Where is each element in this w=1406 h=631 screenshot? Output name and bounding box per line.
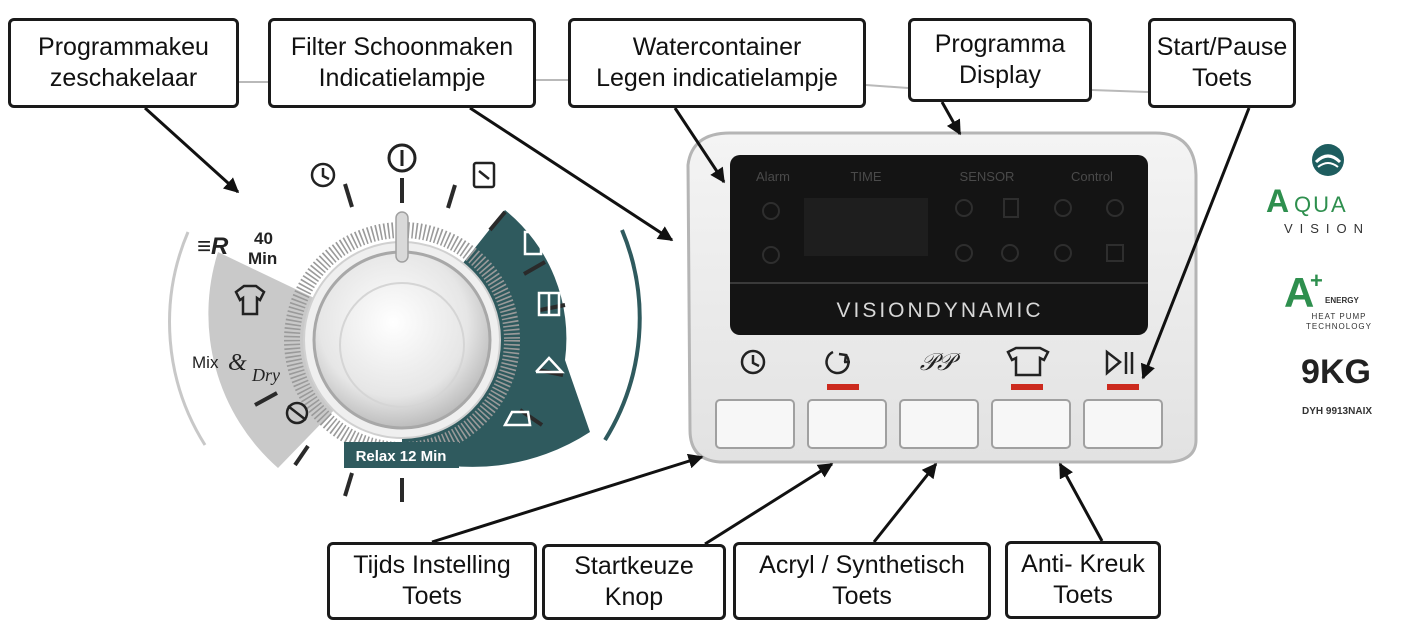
display-indicator-icons: [762, 198, 1124, 264]
callout-line: Start/Pause: [1156, 33, 1288, 61]
hanger-icon: [535, 356, 565, 374]
program-dial: ≡R 40 Min Mix & Dry Relax 12 Min: [168, 143, 642, 502]
callout-line: Indicatielampje: [318, 64, 486, 92]
time-setting-button[interactable]: [715, 399, 795, 449]
knob-pointer: [395, 211, 409, 263]
display-label-time: TIME: [850, 169, 881, 184]
capacity-logo: 9KG: [1301, 353, 1371, 391]
refresh-program-icon: [472, 161, 496, 189]
model-number: DYH 9913NAIX: [1302, 406, 1372, 417]
callout-line: Programmakeu: [38, 33, 209, 61]
technology-label: TECHNOLOGY: [1306, 322, 1372, 331]
aqua-logo-a: A: [1266, 183, 1289, 219]
branding: A QUA VISION A + ENERGY HEAT PUMP TECHNO…: [1266, 144, 1372, 417]
synthetic-button[interactable]: [899, 399, 979, 449]
callout-line: zeschakelaar: [49, 64, 198, 92]
play-pause-icon: [1105, 349, 1134, 376]
callout-line: Startkeuze: [574, 552, 694, 580]
callout-line: Watercontainer: [632, 33, 802, 61]
callout-line: Toets: [832, 582, 892, 610]
start-pause-button[interactable]: [1083, 399, 1163, 449]
cabinet-icon: [523, 230, 543, 256]
callout-line: Tijds Instelling: [353, 551, 511, 579]
anti-crease-button[interactable]: [991, 399, 1071, 449]
timer-icon: [310, 162, 336, 188]
arrow-acryl: [872, 462, 938, 543]
display-label-control: Control: [1071, 169, 1113, 184]
delay-start-icon: [825, 350, 850, 375]
shirt-icon: [234, 284, 266, 316]
fast-program-unit: Min: [248, 249, 277, 268]
callout-line: Display: [959, 61, 1041, 89]
callout-line: Toets: [402, 582, 462, 610]
wardrobe-icon: [537, 291, 561, 317]
clock-icon: [740, 349, 766, 375]
arrow-anti-crease: [1058, 462, 1104, 542]
callout-connector-lines: [238, 79, 1149, 93]
arrow-display: [940, 101, 962, 136]
dial-right-arc: [603, 229, 642, 442]
display-label-alarm: Alarm: [756, 169, 790, 184]
control-panel: Alarm TIME SENSOR Control VISIONDYNAMIC: [686, 131, 1198, 464]
fast-program-label: 40: [254, 229, 273, 248]
callout-line: Toets: [1192, 64, 1252, 92]
callout-line: Acryl / Synthetisch: [759, 551, 965, 579]
callout-line: Programma: [934, 30, 1066, 58]
anti-crease-indicator: [1011, 384, 1043, 390]
callout-line: Toets: [1053, 581, 1113, 609]
time-readout: [804, 198, 928, 256]
arrow-start-pause: [1140, 107, 1251, 380]
quick-program-icon: ≡R: [197, 233, 229, 260]
wool-icon: [285, 401, 309, 425]
delay-start-button[interactable]: [807, 399, 887, 449]
iron-icon: [502, 410, 532, 427]
a-plus-logo: A: [1284, 269, 1314, 316]
mixdry-symbol: &: [228, 350, 247, 376]
relax-badge: [344, 442, 459, 468]
arrow-filter-lamp: [469, 106, 674, 242]
callout-line: Knop: [604, 583, 664, 611]
arrow-time-setting: [431, 453, 704, 544]
callout-arrows: [143, 101, 1251, 546]
anti-crease-icon: [1006, 346, 1050, 377]
arrow-delay-start: [704, 462, 834, 546]
brand-logo: VISIONDYNAMIC: [836, 299, 1043, 322]
aqua-logo-rest: QUA: [1294, 192, 1348, 217]
vision-logo: VISION: [1284, 221, 1370, 236]
energy-label: ENERGY: [1325, 296, 1359, 305]
relax-label: Relax 12 Min: [356, 448, 447, 465]
callout-line: Anti- Kreuk: [1021, 550, 1145, 578]
arrow-water-lamp: [673, 107, 726, 184]
start-pause-indicator: [1107, 384, 1139, 390]
delay-start-indicator: [827, 384, 859, 390]
arrow-program-switch: [143, 106, 240, 194]
power-icon: [387, 143, 417, 173]
a-plus-sign: +: [1310, 268, 1323, 293]
display-label-sensor: SENSOR: [960, 169, 1015, 184]
aqua-vision-logo-icon: [1312, 144, 1344, 176]
callout-program-switch: Programmakeu zeschakelaar: [8, 18, 239, 108]
heat-pump-label: HEAT PUMP: [1312, 312, 1367, 321]
synthetic-icon: 𝒫𝒫: [920, 350, 961, 376]
mixdry-label-a: Mix: [192, 353, 219, 372]
mixdry-label-b: Dry: [251, 365, 280, 385]
callout-line: Filter Schoonmaken: [290, 33, 514, 61]
callout-line: Legen indicatielampje: [596, 64, 838, 92]
dial-left-arc: [168, 231, 207, 446]
